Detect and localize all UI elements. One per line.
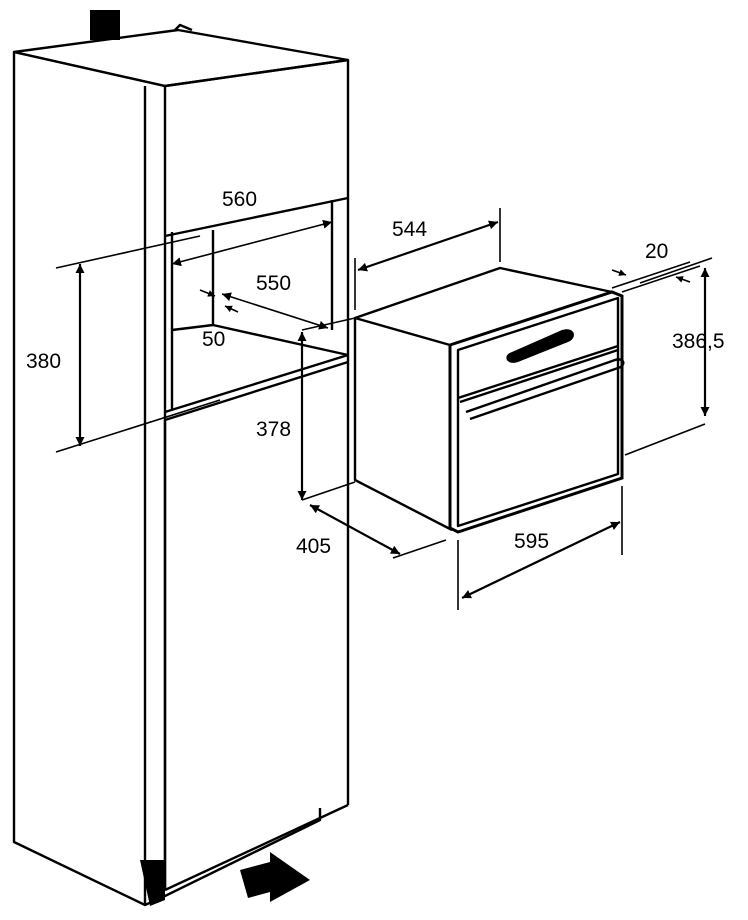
dimension-labels: 560 550 50 380 378 405 544 20 386,5 595 bbox=[26, 188, 725, 558]
dim-line-20 bbox=[611, 269, 627, 276]
label-appliance-width: 595 bbox=[514, 530, 549, 553]
dim-line-550 bbox=[221, 292, 329, 330]
oven-appliance bbox=[353, 266, 625, 534]
airflow-out-block-icon bbox=[90, 10, 120, 40]
tall-cabinet bbox=[12, 10, 350, 907]
dim-line-544 bbox=[357, 220, 499, 272]
dim-line-560 bbox=[171, 219, 333, 267]
label-appliance-depth: 544 bbox=[392, 218, 427, 241]
label-niche-width: 560 bbox=[222, 188, 257, 211]
label-niche-height: 380 bbox=[26, 350, 61, 373]
dim-line-595 bbox=[461, 521, 621, 599]
label-front-depth: 405 bbox=[296, 535, 331, 558]
airflow-in-arrow-icon bbox=[240, 852, 310, 902]
dim-line-405 bbox=[309, 504, 401, 555]
dimension-lines bbox=[55, 208, 713, 610]
label-niche-depth: 550 bbox=[256, 272, 291, 295]
label-door-thickness: 20 bbox=[645, 240, 668, 263]
label-shelf-front: 378 bbox=[256, 418, 291, 441]
dim-line-50 bbox=[199, 289, 216, 297]
label-appliance-height: 386,5 bbox=[672, 330, 725, 353]
label-ventilation-gap: 50 bbox=[202, 328, 225, 351]
